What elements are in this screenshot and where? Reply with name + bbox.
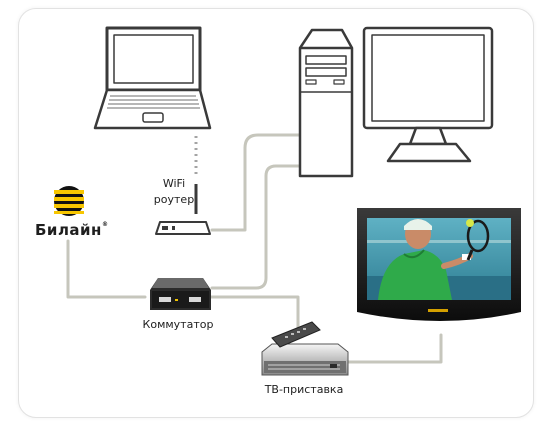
laptop-icon — [93, 26, 212, 130]
beeline-logo-icon — [54, 186, 84, 216]
cable-router-desktop — [210, 133, 301, 232]
switch-label: Коммутатор — [142, 318, 214, 331]
beeline-brand-label: Билайн® — [35, 221, 108, 239]
cables — [66, 133, 443, 364]
cable-beeline-switch — [66, 239, 147, 299]
brand-registered-mark: ® — [101, 221, 109, 228]
cable-settop-tv — [343, 333, 443, 364]
desktop-tower-icon — [298, 28, 354, 178]
brand-name: Билайн — [35, 221, 102, 239]
monitor-icon — [362, 26, 494, 163]
cable-switch-desktop — [210, 164, 301, 290]
wifi-router-label-line2: роутер — [153, 193, 195, 206]
wifi-router-label-line1: WiFi — [162, 177, 186, 190]
cable-switch-settop — [208, 295, 300, 335]
settop-box-label: ТВ-приставка — [264, 383, 344, 396]
settop-box-icon — [261, 321, 349, 376]
wifi-router-label: WiFi роутер — [144, 176, 204, 208]
wifi-router-icon — [155, 184, 211, 235]
network-switch-icon — [150, 278, 211, 310]
tv-screen-icon — [357, 208, 521, 321]
